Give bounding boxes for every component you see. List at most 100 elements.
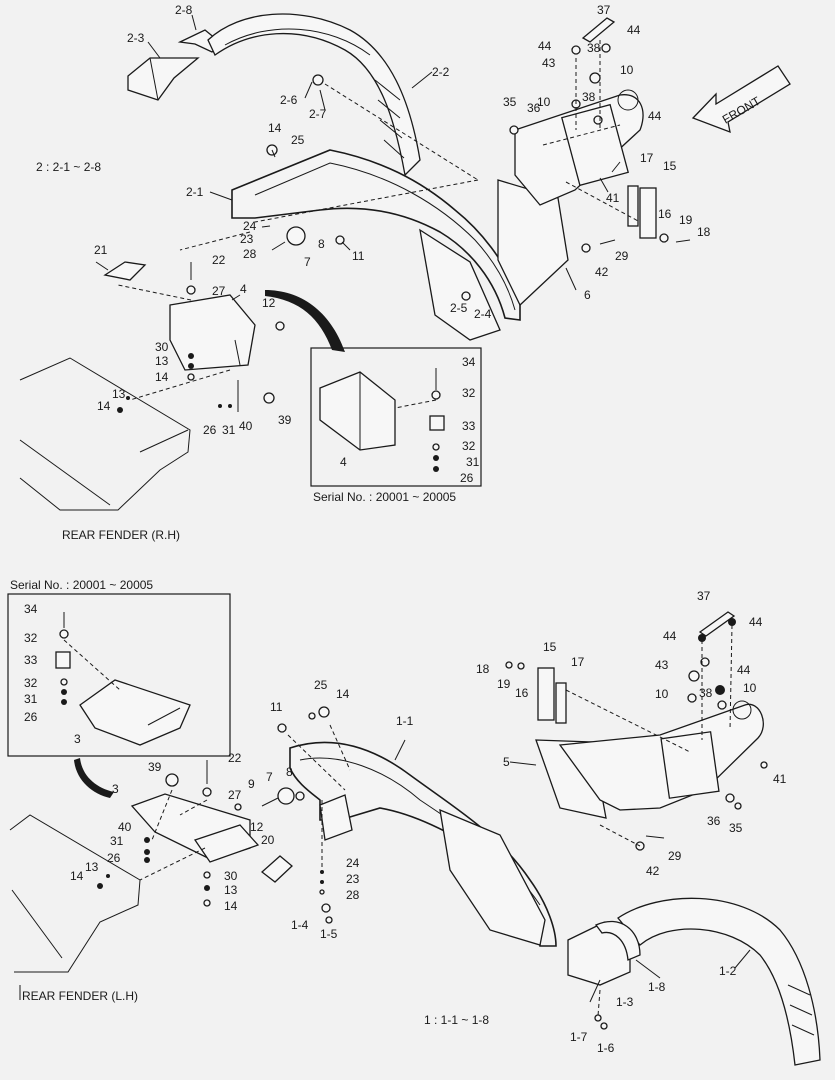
part-3-bracket [130,760,293,907]
b-callout-40: 40 [118,820,132,834]
part-1-2-fender-extension [617,897,821,1066]
callout-10b: 10 [537,95,551,109]
callout-21: 21 [94,243,108,257]
inset-serial-bottom: Serial No. : 20001 ~ 20005 [10,578,153,592]
tractor-body-lh [9,814,141,1000]
b-callout-12: 12 [250,820,264,834]
b-callout-19: 19 [497,677,511,691]
b-callout-11: 11 [270,700,283,714]
part-37-handle [581,17,616,43]
b-callout-14b: 14 [224,899,238,913]
b-callout-5: 5 [503,755,510,769]
b-callout-31: 31 [24,692,38,706]
callout-26: 26 [203,423,217,437]
callout-2-3: 2-3 [127,31,145,45]
b-callout-41: 41 [773,772,787,786]
b-callout-14: 14 [70,869,84,883]
bottom-inset-panel [7,593,231,757]
callout-labels-top: 2-8 2-3 2-2 2-6 2-7 14 25 2 : 2-1 ~ 2-8 … [36,3,711,542]
callout-2-4: 2-4 [474,307,492,321]
caption-rh: REAR FENDER (R.H) [62,528,180,542]
callout-42: 42 [595,265,609,279]
inset-callout-32b: 32 [462,439,476,453]
callout-23: 23 [240,232,254,246]
callout-14c: 14 [97,399,111,413]
front-direction-arrow: FRONT [691,65,791,134]
callout-10: 10 [620,63,634,77]
callout-2-1: 2-1 [186,185,204,199]
group-note-top: 2 : 2-1 ~ 2-8 [36,160,101,174]
b-callout-44b: 44 [749,615,763,629]
inset-callout-26: 26 [460,471,474,485]
part-5-mount-plate [535,700,764,819]
callout-15: 15 [663,159,677,173]
b-callout-22: 22 [228,751,242,765]
b-callout-26: 26 [24,710,38,724]
callout-29: 29 [615,249,629,263]
b-callout-32: 32 [24,631,38,645]
callout-labels-bottom: Serial No. : 20001 ~ 20005 34 32 33 32 3… [10,578,787,1055]
callout-2-6: 2-6 [280,93,298,107]
b-callout-1-6: 1-6 [597,1041,615,1055]
b-callout-1-3: 1-3 [616,995,634,1009]
inset-callout-32: 32 [462,386,476,400]
inset-pointer-arrow-bottom [74,758,114,798]
b-callout-1-7: 1-7 [570,1030,588,1044]
b-callout-35: 35 [729,821,743,835]
callout-44: 44 [538,39,552,53]
callout-13b: 13 [112,387,126,401]
callout-40: 40 [239,419,253,433]
b-callout-13: 13 [85,860,99,874]
part-2-1-fender-body [231,149,569,341]
callout-19: 19 [679,213,693,227]
part-15-lamp-bottom [537,667,567,724]
b-callout-34: 34 [24,602,38,616]
b-callout-16: 16 [515,686,529,700]
part-2-2-fender-arch [207,13,421,177]
part-2-3-cap [127,57,200,101]
tractor-body-rh [19,357,191,511]
b-callout-10b: 10 [743,681,757,695]
callout-38: 38 [587,41,601,55]
b-callout-7: 7 [266,770,273,784]
b-callout-1-8: 1-8 [648,980,666,994]
b-callout-31: 31 [110,834,124,848]
b-callout-18: 18 [476,662,490,676]
callout-14b: 14 [155,370,169,384]
callout-6: 6 [584,288,591,302]
inset-callout-4: 4 [340,455,347,469]
inset-callout-34: 34 [462,355,476,369]
b-callout-10: 10 [655,687,669,701]
b-callout-3: 3 [74,732,81,746]
callout-36: 36 [527,101,541,115]
callout-41: 41 [606,191,620,205]
b-callout-27: 27 [228,788,242,802]
group-note-bottom: 1 : 1-1 ~ 1-8 [424,1013,489,1027]
callout-31: 31 [222,423,236,437]
b-callout-23: 23 [346,872,360,886]
callout-2-2: 2-2 [432,65,450,79]
callout-2-5: 2-5 [450,301,468,315]
callout-12: 12 [262,296,276,310]
b-callout-26b: 26 [107,851,121,865]
b-callout-28: 28 [346,888,360,902]
part-4-bracket [103,261,285,412]
b-callout-13b: 13 [224,883,238,897]
b-callout-39: 39 [148,760,162,774]
callout-27: 27 [212,284,226,298]
callout-4: 4 [240,282,247,296]
b-callout-15: 15 [543,640,557,654]
callout-44c: 44 [648,109,662,123]
top-inset-panel [310,347,482,487]
callout-43: 43 [542,56,556,70]
part-6-bracket [514,89,644,206]
part-1-1-fender-body [289,741,557,947]
callout-2-8: 2-8 [175,3,193,17]
callout-25: 25 [291,133,305,147]
inset-pointer-arrow-top [265,290,345,352]
caption-lh: REAR FENDER (L.H) [22,989,138,1003]
inset-callout-33: 33 [462,419,476,433]
b-callout-24: 24 [346,856,360,870]
callout-24: 24 [243,219,257,233]
